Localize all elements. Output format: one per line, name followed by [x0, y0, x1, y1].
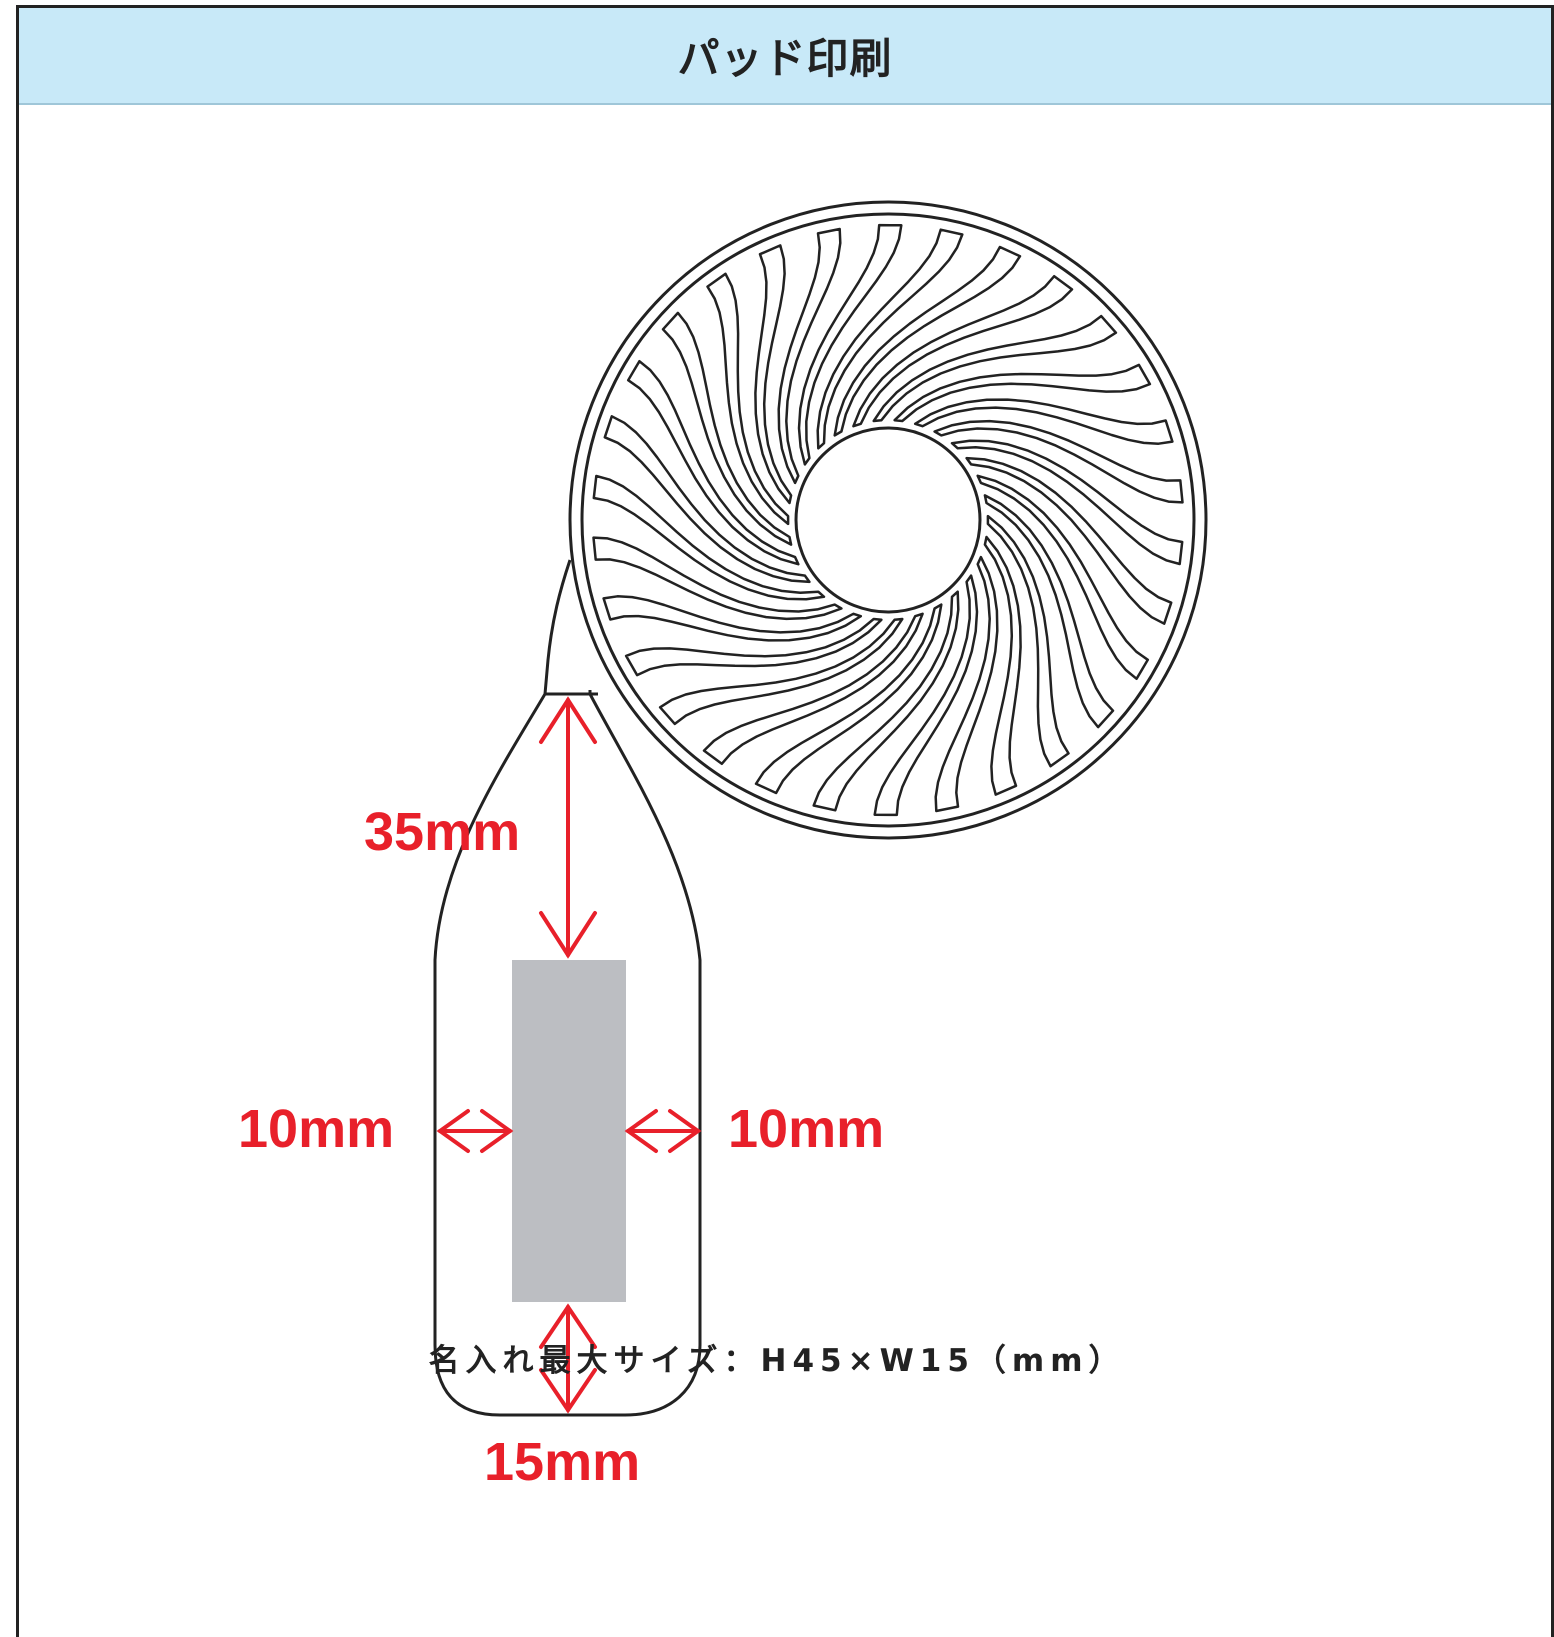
page-title: パッド印刷: [677, 34, 893, 83]
max-print-size-caption: 名入れ最大サイズ：H45×W15（mm）: [428, 1343, 1126, 1379]
top-dimension-label: 35mm: [364, 802, 520, 862]
fan-blade-slot: [950, 439, 1184, 566]
fan-blade-slot: [852, 274, 1074, 428]
fan-blades: [592, 223, 1184, 817]
bottom-dimension-arrow: [539, 1303, 597, 1414]
fan-blade-slot: [706, 272, 790, 526]
fan-blade-slot: [624, 617, 883, 677]
left-dimension-arrow: [436, 1109, 514, 1153]
fan-blade-slot: [592, 536, 843, 621]
fan-blade-slot: [872, 314, 1118, 423]
fan-blade-slot: [893, 363, 1152, 423]
right-dimension-label: 10mm: [728, 1099, 884, 1159]
fan-blade-slot: [592, 474, 826, 601]
bottom-dimension-label: 15mm: [484, 1432, 640, 1492]
fan-blade-slot: [983, 535, 1022, 796]
fan-blade-slot: [976, 474, 1150, 681]
print-area: [512, 960, 626, 1302]
top-dimension-arrow: [539, 696, 597, 959]
fan-blade-slot: [873, 574, 979, 817]
fan-inner-ring: [580, 212, 1196, 828]
fan-blade-slot: [965, 456, 1173, 625]
header-bar: パッド印刷: [19, 8, 1551, 105]
fan-blade-slot: [833, 245, 1022, 437]
left-dimension-label: 10mm: [238, 1099, 394, 1159]
fan-blade-slot: [626, 359, 800, 566]
fan-blade-slot: [661, 311, 793, 546]
fan-blade-slot: [986, 514, 1070, 768]
right-dimension-arrow: [624, 1109, 702, 1153]
fan-hub-ring: [794, 426, 982, 614]
fan-blade-slot: [658, 617, 904, 726]
fan-blade-slot: [754, 603, 943, 795]
fan-blade-slot: [702, 612, 924, 766]
fan-blade-slot: [816, 228, 964, 450]
fan-blade-slot: [812, 590, 960, 812]
fan-blade-slot: [602, 595, 863, 642]
fan-blade-slot: [754, 244, 793, 505]
fan-blade-slot: [603, 415, 811, 584]
fan-blade-slot: [797, 223, 903, 466]
fan-blade-slot: [983, 494, 1115, 729]
fan-blade-slot: [777, 227, 842, 485]
fan-blade-slot: [934, 555, 999, 813]
fan-blade-slot: [933, 419, 1184, 504]
fan-blade-slot: [913, 398, 1174, 445]
